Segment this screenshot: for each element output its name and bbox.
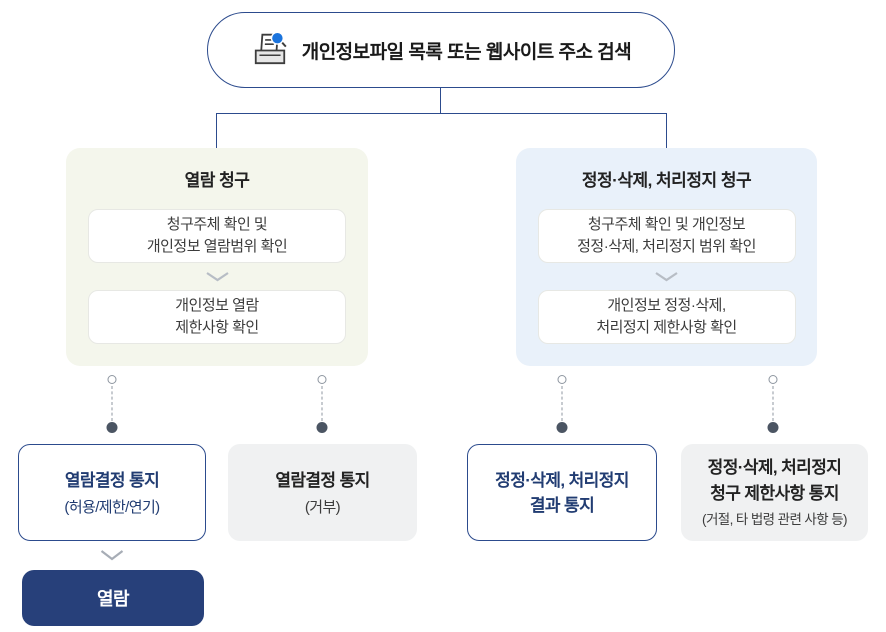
outcome-note: (거절, 타 법령 관련 사항 등) (702, 511, 848, 527)
connector-line-right (665, 113, 667, 148)
root-node: 개인정보파일 목록 또는 웹사이트 주소 검색 (207, 12, 675, 88)
panel-view-request: 열람 청구 청구주체 확인 및 개인정보 열람범위 확인 개인정보 열람 제한사… (66, 148, 368, 366)
step-text: 개인정보 열람범위 확인 (146, 238, 288, 255)
root-title: 개인정보파일 목록 또는 웹사이트 주소 검색 (301, 41, 632, 63)
panel-title-view: 열람 청구 (184, 171, 250, 190)
connector-start-circle (768, 375, 778, 384)
chevron-down-icon (100, 550, 124, 561)
connector-end-dot (316, 422, 328, 433)
step-text: 청구주체 확인 및 (166, 216, 268, 233)
connector-start-circle (317, 375, 327, 384)
connector-line-left (216, 113, 218, 148)
step-box: 청구주체 확인 및 개인정보 정정·삭제, 처리정지 범위 확인 (537, 209, 796, 263)
step-text: 개인정보 열람 (175, 297, 259, 314)
step-box: 청구주체 확인 및 개인정보 열람범위 확인 (88, 209, 346, 263)
dashed-connector (316, 375, 328, 433)
step-text: 처리정지 제한사항 확인 (596, 319, 737, 336)
outcome-box-view-decision-refusal: 열람결정 통지 (거부) (228, 444, 417, 541)
outcome-box-view-decision-notice: 열람결정 통지 (허용/제한/연기) (18, 444, 206, 541)
document-search-icon (251, 31, 289, 69)
dashed-connector (556, 375, 568, 433)
final-node-label: 열람 (96, 589, 130, 609)
step-text: 정정·삭제, 처리정지 범위 확인 (577, 238, 756, 255)
outcome-title: 정정·삭제, 처리정지 (707, 457, 842, 477)
chevron-down-icon (655, 272, 678, 282)
step-box: 개인정보 열람 제한사항 확인 (88, 290, 346, 344)
connector-dashed-line (111, 386, 113, 421)
connector-end-dot (767, 422, 779, 433)
step-text: 개인정보 정정·삭제, (607, 297, 726, 314)
chevron-down-icon (205, 272, 229, 282)
outcome-title: 정정·삭제, 처리정지 (495, 470, 629, 490)
outcome-note: (허용/제한/연기) (64, 498, 160, 516)
connector-start-circle (107, 375, 117, 384)
outcome-note: (거부) (304, 498, 341, 516)
outcome-box-correction-restriction-notice: 정정·삭제, 처리정지 청구 제한사항 통지 (거절, 타 법령 관련 사항 등… (681, 444, 868, 541)
step-text: 제한사항 확인 (175, 319, 259, 336)
outcome-box-correction-result-notice: 정정·삭제, 처리정지 결과 통지 (467, 444, 657, 541)
connector-line-horizontal (216, 113, 666, 115)
panel-correction-request: 정정·삭제, 처리정지 청구 청구주체 확인 및 개인정보 정정·삭제, 처리정… (516, 148, 817, 366)
step-text: 청구주체 확인 및 개인정보 (587, 216, 746, 233)
dashed-connector (106, 375, 118, 433)
connector-dashed-line (321, 386, 323, 421)
panel-title-correction: 정정·삭제, 처리정지 청구 (581, 171, 752, 190)
connector-start-circle (557, 375, 567, 384)
connector-end-dot (556, 422, 568, 433)
connector-dashed-line (561, 386, 563, 421)
connector-dashed-line (772, 386, 774, 421)
outcome-title: 결과 통지 (529, 495, 595, 515)
connector-line-root (440, 88, 442, 113)
step-box: 개인정보 정정·삭제, 처리정지 제한사항 확인 (537, 290, 796, 344)
outcome-title: 열람결정 통지 (64, 470, 160, 490)
outcome-title: 청구 제한사항 통지 (710, 483, 839, 503)
outcome-title: 열람결정 통지 (275, 470, 370, 490)
final-node-view: 열람 (22, 570, 204, 626)
dashed-connector (767, 375, 779, 433)
connector-end-dot (106, 422, 118, 433)
